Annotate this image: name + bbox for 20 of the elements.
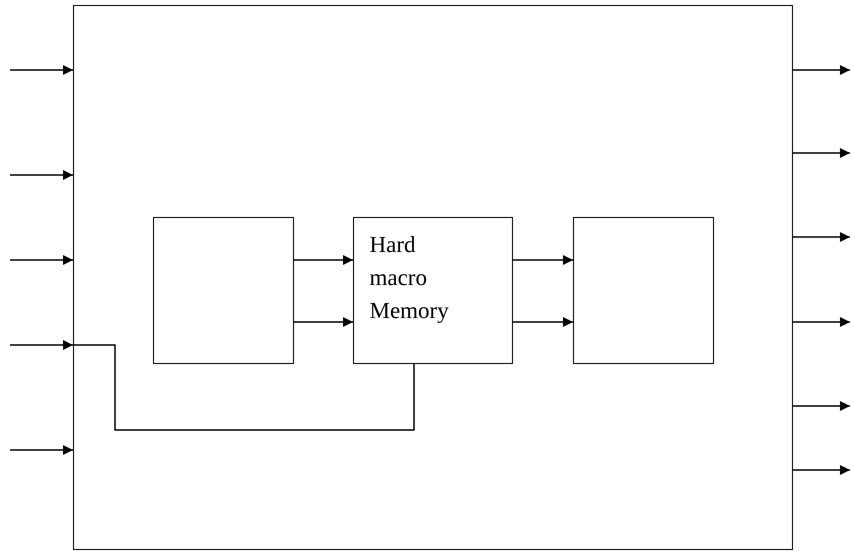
arrow xyxy=(10,255,73,265)
block-box xyxy=(152,216,294,364)
arrow xyxy=(793,465,850,475)
arrow xyxy=(793,401,850,411)
memory-block: Hard macro Memory xyxy=(352,216,512,364)
connector-line xyxy=(74,344,415,431)
arrow xyxy=(513,317,573,327)
arrow xyxy=(793,65,850,75)
arrow xyxy=(10,340,73,350)
arrow xyxy=(294,317,353,327)
arrow xyxy=(294,255,353,265)
arrow xyxy=(793,148,850,158)
block-box xyxy=(572,216,714,364)
arrow xyxy=(10,65,73,75)
arrow xyxy=(513,255,573,265)
arrow xyxy=(793,232,850,242)
arrow xyxy=(10,445,73,455)
arrow xyxy=(793,317,850,327)
outer-block-box xyxy=(73,5,793,550)
arrow xyxy=(10,170,73,180)
